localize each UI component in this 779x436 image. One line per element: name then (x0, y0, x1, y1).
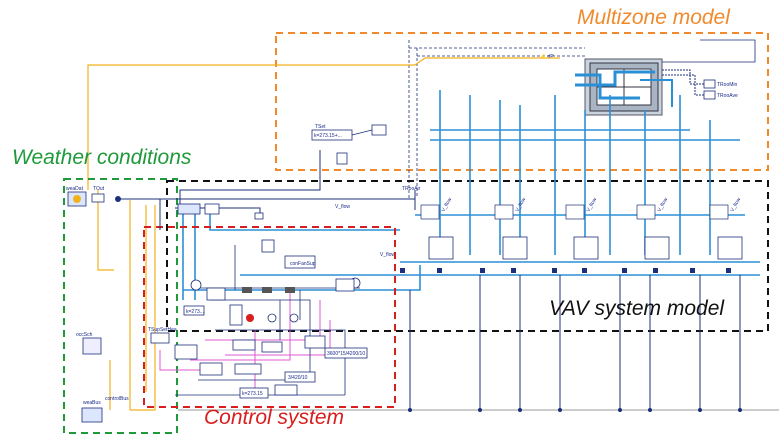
weather-data-block[interactable]: weaDat (66, 186, 86, 206)
con-hea-block[interactable] (262, 342, 282, 352)
troo-ave-label: TRooAve (717, 93, 738, 99)
tsup-set-hea-label: TSupSetHea (148, 327, 177, 333)
schedule-2-label: 3/420/10 (288, 375, 308, 381)
heating-coil-block[interactable] (230, 305, 242, 325)
occ-sch-label: occSch (76, 332, 93, 338)
v-flow-sup-label: V_flow (380, 252, 395, 258)
vav-unit-4-label: V_flow (657, 197, 670, 213)
vav-unit-1[interactable]: V_flow (421, 197, 453, 259)
control-system-label: Control system (204, 407, 344, 428)
heating-indicator (246, 314, 254, 322)
wea-bus-label: weaBus (83, 400, 101, 406)
multizone-region-box (276, 33, 768, 170)
ets-block[interactable] (275, 385, 297, 395)
vav-unit-1-label: V_flow (441, 197, 454, 213)
duct-wires (183, 90, 760, 300)
duct-junctions (400, 268, 731, 273)
weather-data-label: weaDat (66, 186, 84, 192)
tset-k-label: k=273.15+... (314, 133, 342, 139)
control-bus-label: controlBus (105, 396, 129, 402)
vav-unit-3-label: V_flow (586, 197, 599, 213)
vav-unit-5[interactable]: V_flow (710, 197, 742, 259)
damper-2 (262, 287, 272, 293)
schedule-block-2[interactable]: 3/420/10 (285, 372, 315, 382)
weather-bus-block[interactable]: weaBus controlBus (82, 396, 129, 422)
k273-label: k=273... (186, 309, 204, 315)
return-fan-block[interactable] (191, 280, 201, 290)
building-floorplan-block[interactable] (575, 59, 672, 115)
schedule-block-1[interactable]: 3600*15/4200/10 (325, 348, 367, 358)
vav-unit-2-label: V_flow (515, 197, 528, 213)
con-fan-block[interactable] (175, 345, 197, 359)
tsup-set-hea-block[interactable]: TSupSetHea (148, 327, 177, 343)
weather-conditions-label: Weather conditions (12, 147, 191, 168)
vav-unit-3[interactable]: V_flow (566, 197, 598, 259)
schedule-1-label: 3600*15/4200/10 (327, 351, 365, 357)
supply-temp-sensor[interactable] (336, 279, 354, 291)
damper-3 (285, 287, 295, 293)
cooling-valve[interactable] (268, 314, 276, 322)
vav-unit-5-label: V_flow (730, 197, 743, 213)
room-temperature-outputs: TRooMin TRooAve (662, 40, 755, 99)
tout-sensor[interactable]: TOut (92, 186, 105, 202)
k273b-block[interactable]: k=273.15 (240, 388, 268, 398)
tsup-set-block[interactable] (235, 364, 261, 374)
switch-block[interactable] (200, 363, 222, 375)
occupancy-schedule[interactable]: occSch (76, 332, 101, 354)
control-system: TSupSetHea k=273... 3600*15/4200/10 (144, 227, 395, 407)
tset-label: TSet (315, 124, 326, 130)
damper-1 (242, 287, 252, 293)
tset-block[interactable]: TSet k=273.15+... (312, 124, 386, 164)
fan-switch[interactable] (290, 314, 298, 322)
troo-min-label: TRooMin (717, 82, 738, 88)
multizone-port-label: ⚡ dP (540, 53, 554, 60)
v-flow-main-label: V_flow (335, 204, 350, 210)
con-coo-block[interactable] (305, 336, 325, 348)
mixing-box-block[interactable] (178, 204, 263, 219)
vav-system-label: VAV system model (549, 298, 724, 319)
con-eco-block[interactable] (233, 340, 255, 350)
tout-label: TOut (93, 186, 105, 192)
vav-unit-4[interactable]: V_flow (637, 197, 669, 259)
multizone-model-label: Multizone model (577, 7, 730, 28)
troo-air-label: TRooAir (402, 186, 421, 192)
k273b-label: k=273.15 (242, 391, 263, 397)
economizer-block[interactable] (207, 288, 225, 300)
vav-system-model: V_flow V_flow V_flow V_flow V_flow (167, 90, 768, 331)
weather-bus-wires (88, 58, 560, 410)
con-fan-sup-label: conFanSup (290, 261, 316, 267)
k273-block[interactable]: k=273... (184, 306, 204, 315)
